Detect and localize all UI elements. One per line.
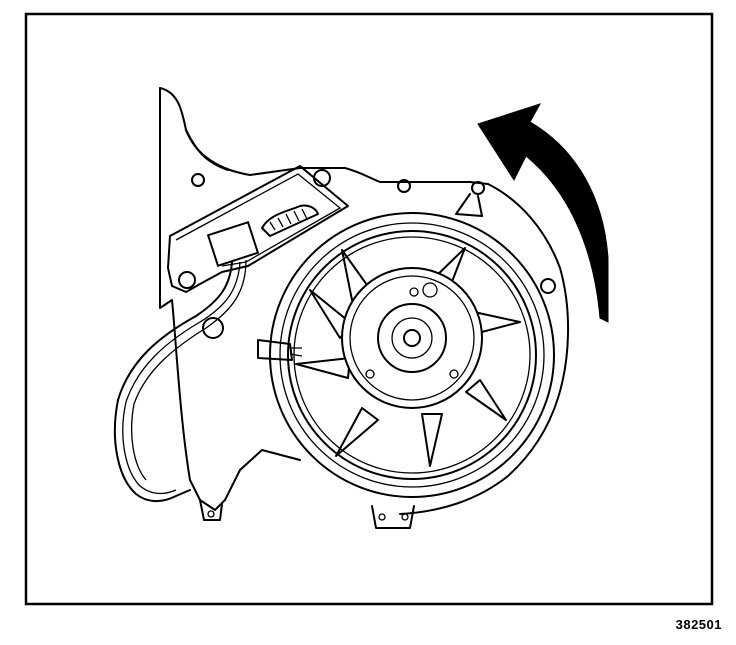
wire-harness-icon: [113, 259, 303, 502]
blower-housing: [159, 87, 569, 529]
figure-reference-number: 382501: [675, 617, 722, 632]
resistor-icon: [167, 165, 349, 293]
figure-frame: [24, 12, 714, 606]
rotation-arrow-icon: [477, 103, 609, 323]
blower-motor-icon: [269, 212, 555, 498]
